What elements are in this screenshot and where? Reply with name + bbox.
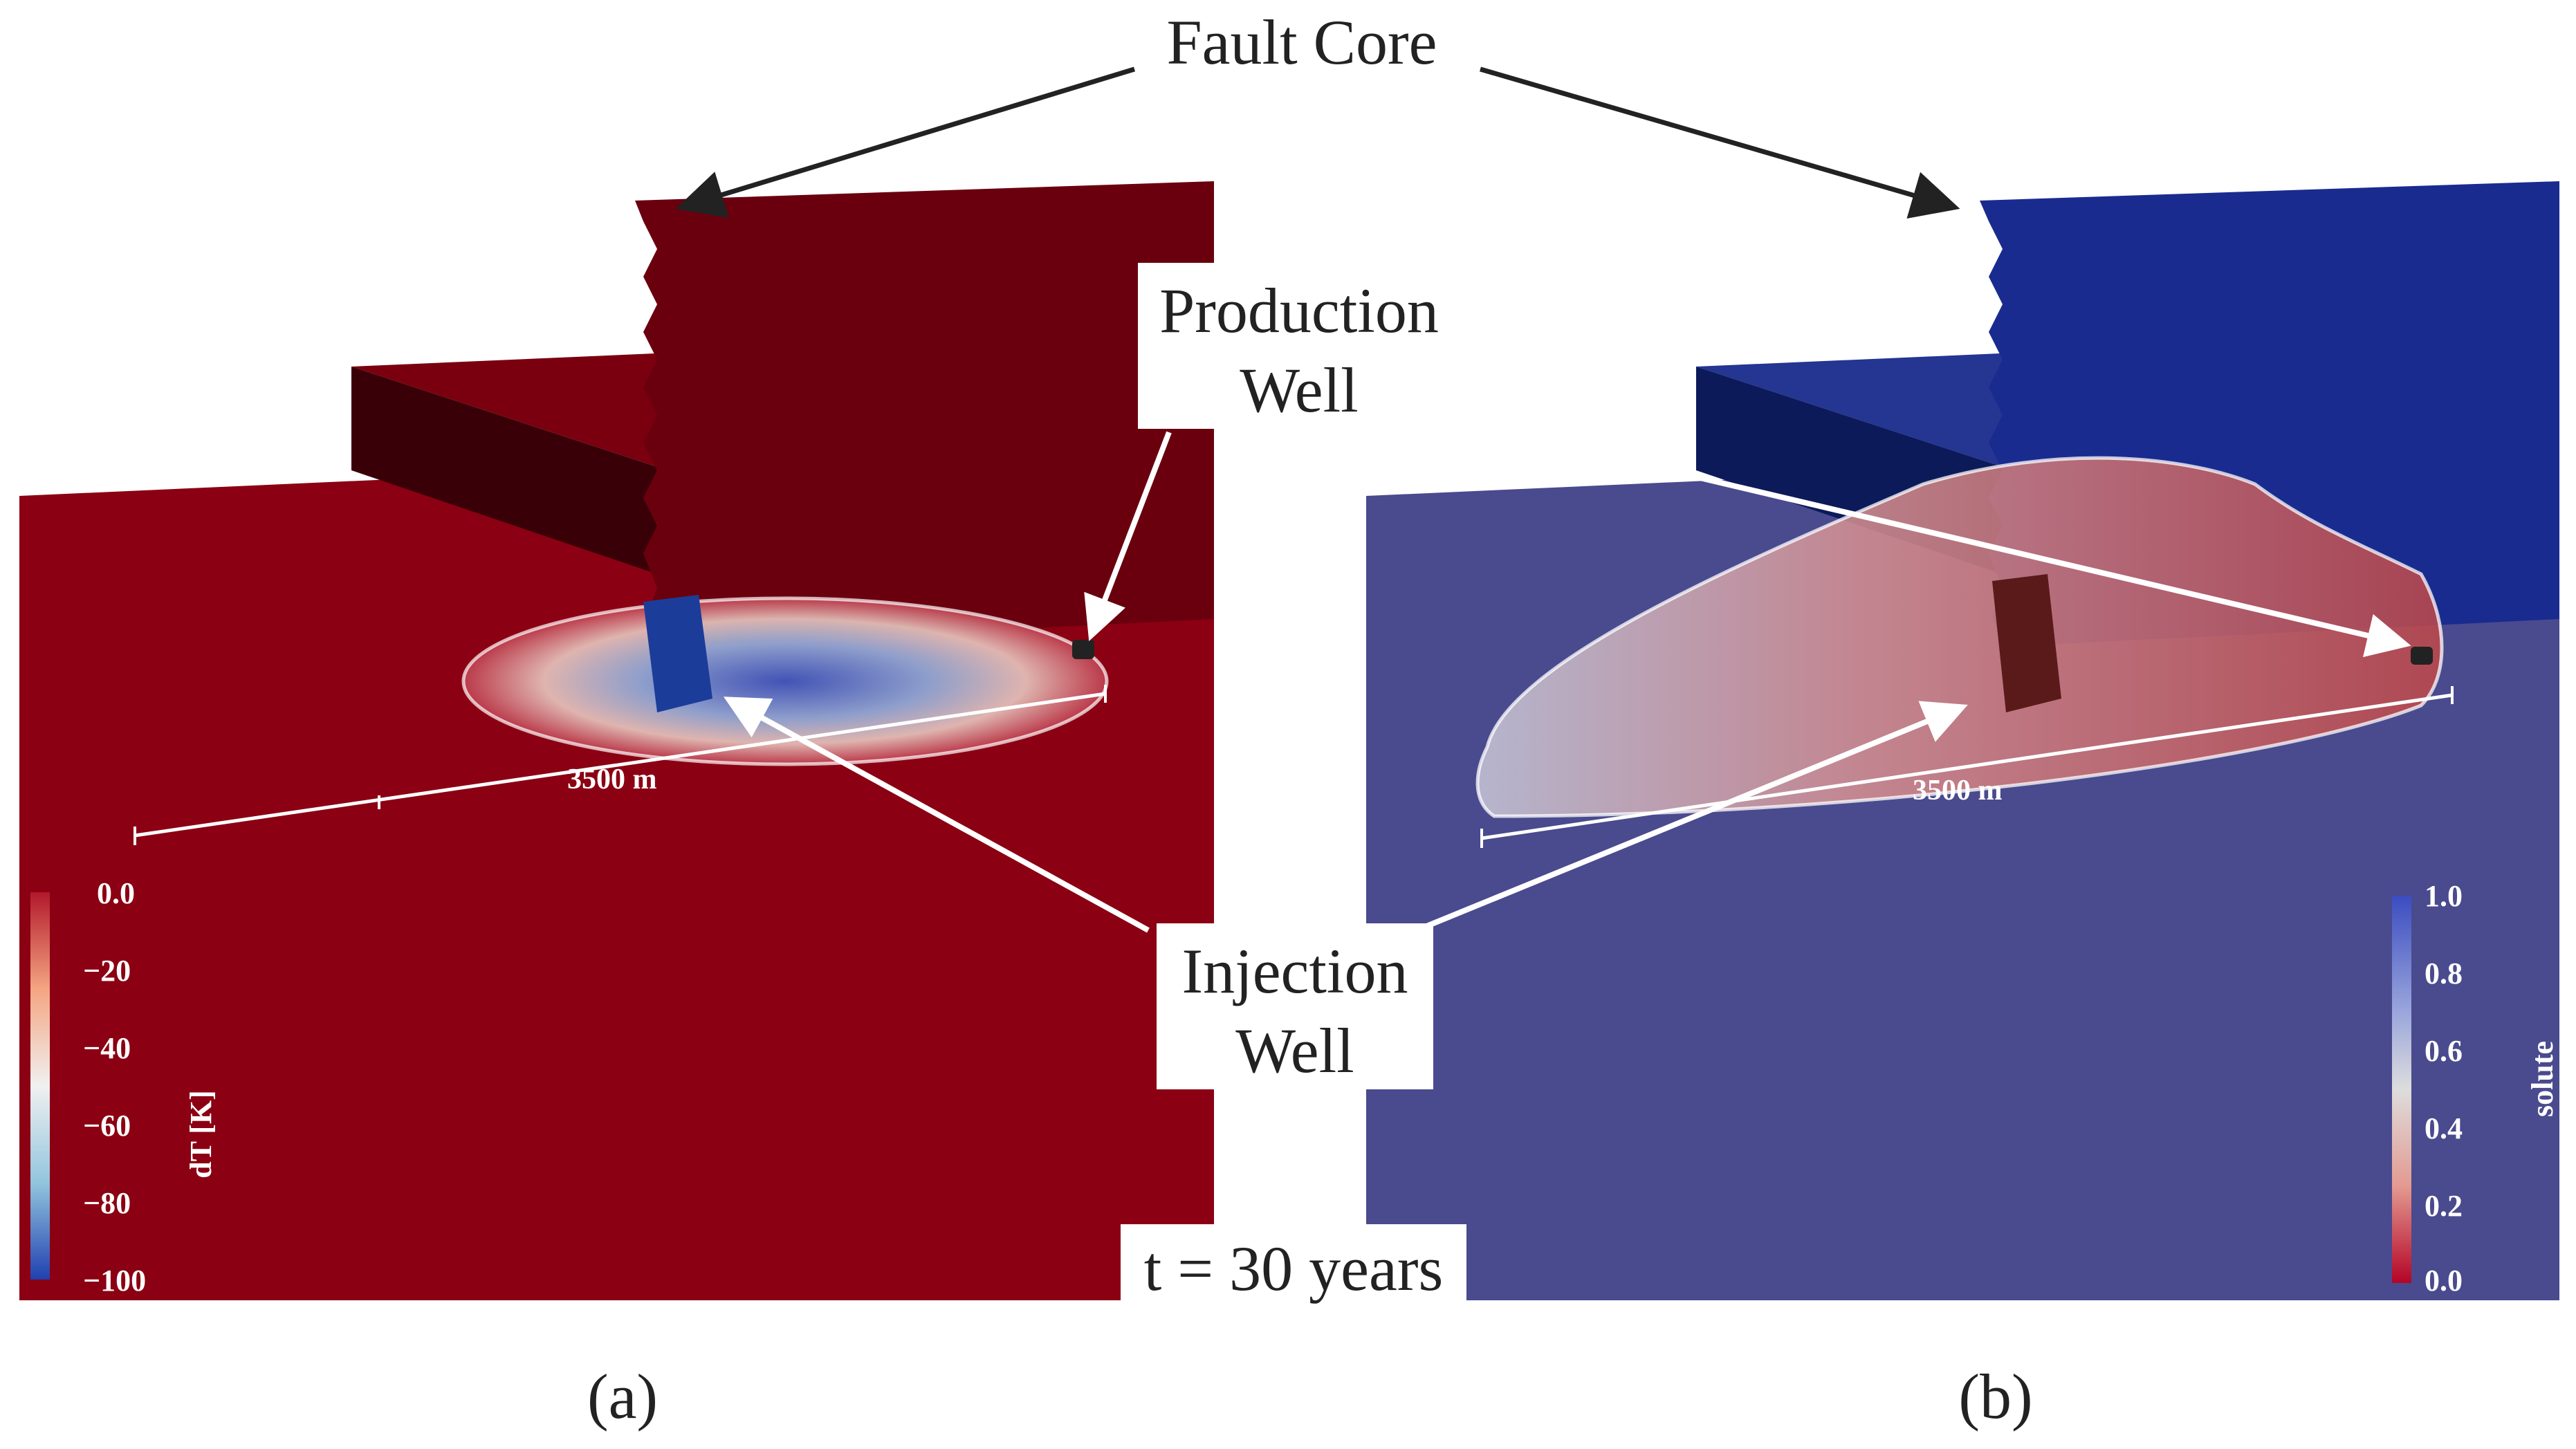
injection-well-arrow-right: [1424, 701, 1968, 930]
injection-well-arrow-left: [723, 696, 1150, 933]
panel-b-cbar-tick: 0.6: [2425, 1034, 2463, 1068]
caption-b: (b): [1958, 1361, 2032, 1432]
production-well-arrow-left: [1084, 431, 1172, 641]
panel-b-plume: [1478, 458, 2442, 816]
panel-a: 3500 m 0.0 −20 −40 −60 −80 −100 dT [K]: [19, 181, 1214, 1300]
panel-a-cbar-tick: −100: [83, 1264, 146, 1298]
panel-b-cbar-tick: 0.4: [2425, 1111, 2463, 1145]
caption-a: (a): [587, 1361, 658, 1432]
panel-a-cbar-tick: 0.0: [97, 876, 135, 910]
panel-a-block-side: [351, 367, 657, 574]
panel-a-scale-bar: [134, 692, 1106, 838]
panel-a-injection-well: [643, 595, 712, 712]
panel-a-scale-label: 3500 m: [567, 764, 657, 795]
panel-b-colorbar-title: solute: [2526, 1041, 2559, 1117]
panel-a-cbar-tick: −80: [83, 1186, 131, 1220]
panel-b-cbar-tick: 1.0: [2425, 879, 2463, 913]
panel-b-plume-mesh: [1475, 456, 2444, 818]
time-label: t = 30 years: [1144, 1233, 1444, 1304]
panel-b-scale-bar: [1481, 693, 2453, 840]
panel-b-cbar-tick: 0.2: [2425, 1189, 2463, 1223]
panel-b: 3500 m 1.0 0.8 0.6 0.4 0.2 0.0 solute: [1366, 181, 2559, 1300]
panel-b-cbar-tick: 0.0: [2425, 1264, 2463, 1298]
panel-b-cbar-tick: 0.8: [2425, 957, 2463, 990]
time-label-box: [1121, 1224, 1466, 1307]
injection-well-label-line1: Injection: [1182, 936, 1408, 1006]
panel-a-plume-mesh: [461, 596, 1109, 766]
panel-a-fault-core: [635, 181, 1214, 647]
panel-b-injection-well: [1992, 574, 2061, 712]
production-well-label-box: [1138, 263, 1456, 429]
injection-well-label-line2: Well: [1235, 1015, 1354, 1086]
production-well-arrow-right: [1653, 464, 2411, 658]
panel-a-colorbar-ticks: 0.0 −20 −40 −60 −80 −100: [83, 876, 146, 1298]
panel-a-cbar-tick: −20: [83, 954, 131, 988]
panel-a-colorbar-title: dT [K]: [184, 1090, 218, 1179]
panel-a-colorbar: [30, 892, 50, 1280]
injection-well-label-box: [1157, 923, 1433, 1089]
production-well-label-line2: Well: [1240, 355, 1358, 425]
panel-a-plume: [463, 598, 1107, 764]
panel-a-production-well: [1072, 640, 1094, 659]
panel-a-cbar-tick: −40: [83, 1031, 131, 1065]
panel-b-colorbar-ticks: 1.0 0.8 0.6 0.4 0.2 0.0: [2425, 879, 2463, 1298]
production-well-label-line1: Production: [1159, 275, 1439, 346]
panel-b-production-well: [2411, 647, 2433, 665]
fault-core-arrow-right: [1480, 66, 1960, 219]
fault-core-arrow-left: [675, 66, 1136, 219]
fault-core-label: Fault Core: [1167, 7, 1437, 77]
panel-b-colorbar: [2392, 896, 2411, 1283]
panel-a-cbar-tick: −60: [83, 1109, 131, 1143]
panel-b-scale-label: 3500 m: [1913, 775, 2003, 806]
